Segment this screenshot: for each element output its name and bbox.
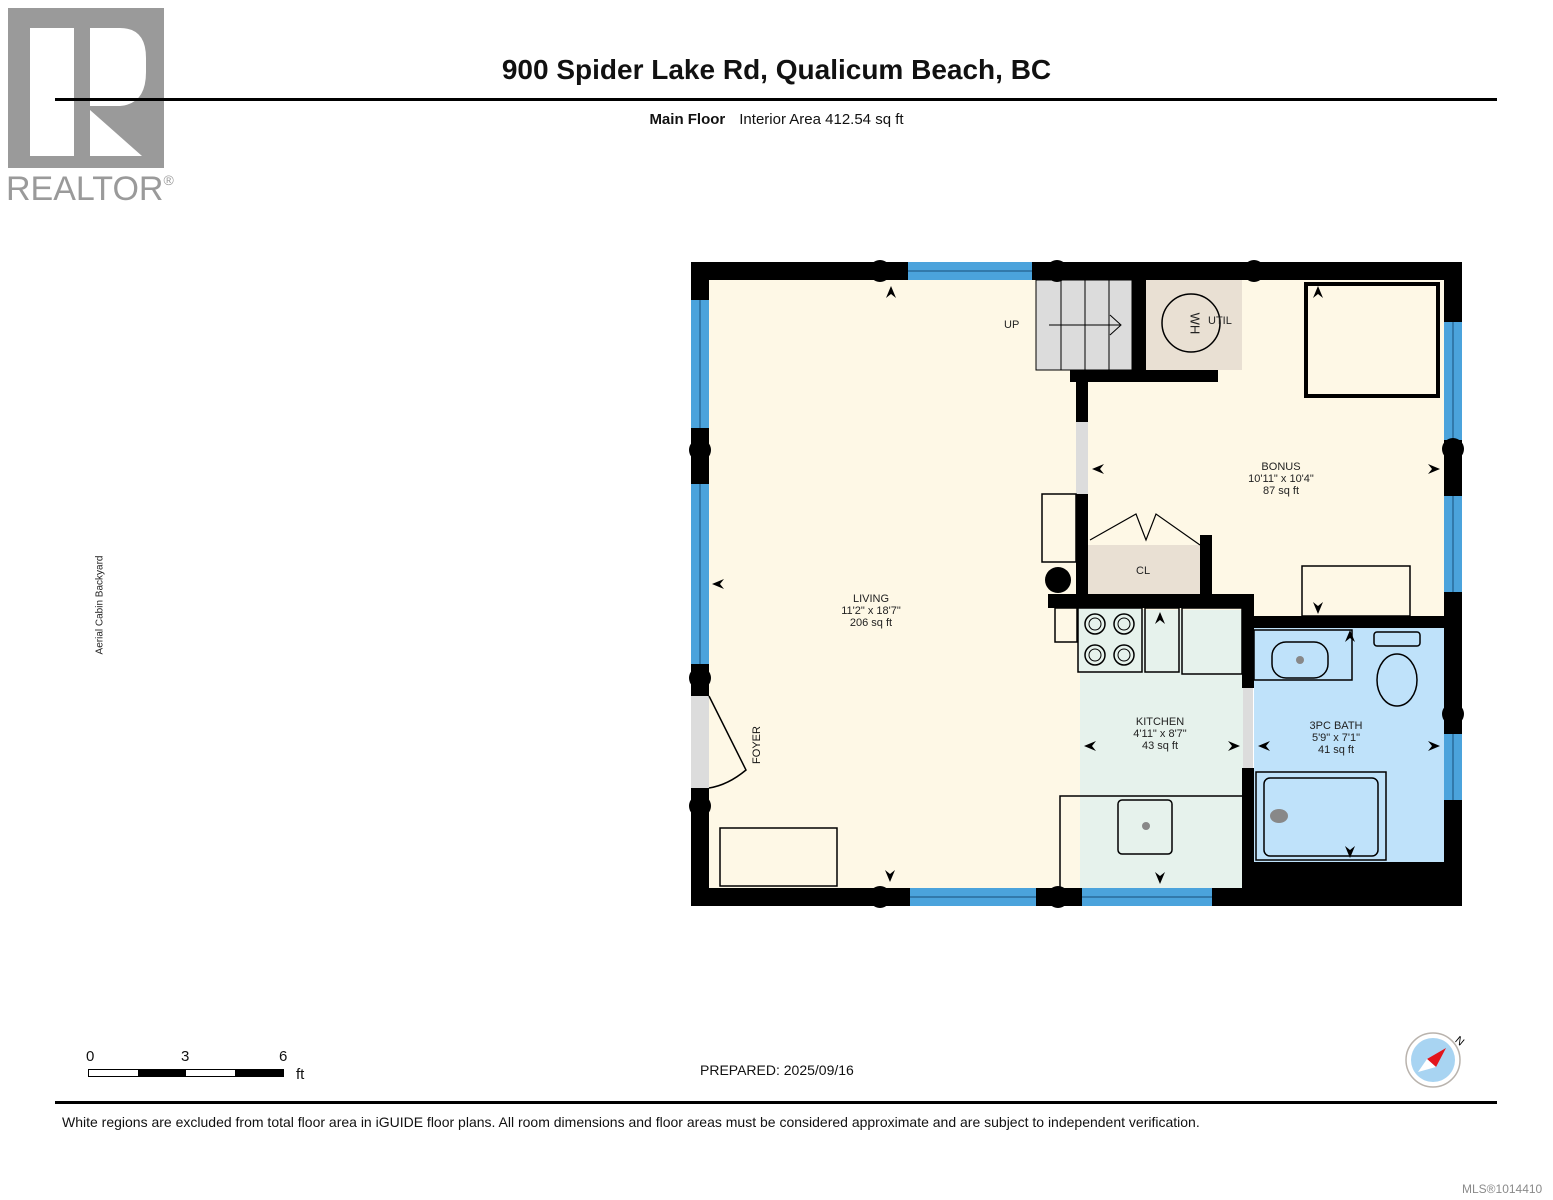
logo-bar bbox=[30, 28, 74, 156]
shower-head-icon bbox=[1270, 809, 1288, 823]
util-label: UTIL bbox=[1208, 315, 1232, 327]
scale-unit: ft bbox=[296, 1066, 305, 1083]
fridge-icon bbox=[1181, 607, 1243, 675]
kitchen-drain bbox=[1142, 822, 1150, 830]
closet-bifold-doors bbox=[1089, 513, 1201, 546]
shower-tray bbox=[1263, 777, 1379, 857]
stairs-icon bbox=[1035, 279, 1133, 371]
header-rule bbox=[55, 98, 1497, 101]
bath-sink-icon bbox=[1271, 641, 1329, 679]
prepared-date: PREPARED: 2025/09/16 bbox=[700, 1062, 854, 1078]
mls-number: MLS®1014410 bbox=[1462, 1182, 1543, 1196]
vanity-icon bbox=[1253, 629, 1353, 681]
water-heater-icon bbox=[1161, 293, 1221, 353]
bonus-doorway bbox=[1076, 422, 1088, 494]
shower-icon bbox=[1255, 771, 1387, 861]
floor-name: Main Floor bbox=[649, 111, 726, 128]
bath-drain bbox=[1296, 656, 1304, 664]
entry-door-swing bbox=[708, 695, 747, 789]
windows bbox=[691, 262, 1462, 906]
stove-burners bbox=[1084, 613, 1135, 666]
floor-summary: Main Floor Interior Area 412.54 sq ft bbox=[0, 111, 1553, 128]
closet-fill bbox=[1088, 545, 1200, 595]
bath-fill bbox=[1254, 628, 1444, 862]
foyer-label: FOYER bbox=[751, 726, 763, 764]
realtor-wordmark: REALTOR® bbox=[6, 170, 174, 208]
bonus-cabinet bbox=[1304, 282, 1440, 398]
interior-area: Interior Area 412.54 sq ft bbox=[739, 111, 904, 128]
dimension-arrows bbox=[712, 286, 1440, 884]
bath-doorway bbox=[1243, 688, 1253, 768]
kitchen-side-counter bbox=[1054, 607, 1078, 643]
scale-bar bbox=[88, 1069, 284, 1077]
footer-rule bbox=[55, 1101, 1497, 1104]
stairs-up-label: UP bbox=[1004, 319, 1020, 331]
disclaimer: White regions are excluded from total fl… bbox=[62, 1114, 1200, 1130]
living-room-fill bbox=[708, 280, 1080, 888]
logo-r-shape bbox=[90, 28, 146, 156]
toilet-tank-icon bbox=[1373, 631, 1421, 647]
realtor-logo bbox=[8, 8, 164, 168]
entry-door-opening bbox=[691, 696, 709, 788]
bonus-counter bbox=[1301, 565, 1411, 617]
page-title: 900 Spider Lake Rd, Qualicum Beach, BC bbox=[501, 54, 1052, 85]
compass-icon: N bbox=[1405, 1032, 1466, 1088]
living-shelf bbox=[1041, 493, 1077, 563]
kitchen-counter-run bbox=[1059, 795, 1242, 888]
water-heater-label: WH bbox=[1187, 312, 1203, 335]
kitchen-sink-icon bbox=[1117, 799, 1173, 855]
interior-walls bbox=[1048, 280, 1444, 888]
living-bench bbox=[719, 827, 838, 887]
columns bbox=[689, 260, 1464, 908]
closet-label: CL bbox=[1136, 565, 1151, 577]
toilet-bowl-icon bbox=[1376, 653, 1418, 707]
kitchen-counter-a bbox=[1144, 607, 1180, 673]
